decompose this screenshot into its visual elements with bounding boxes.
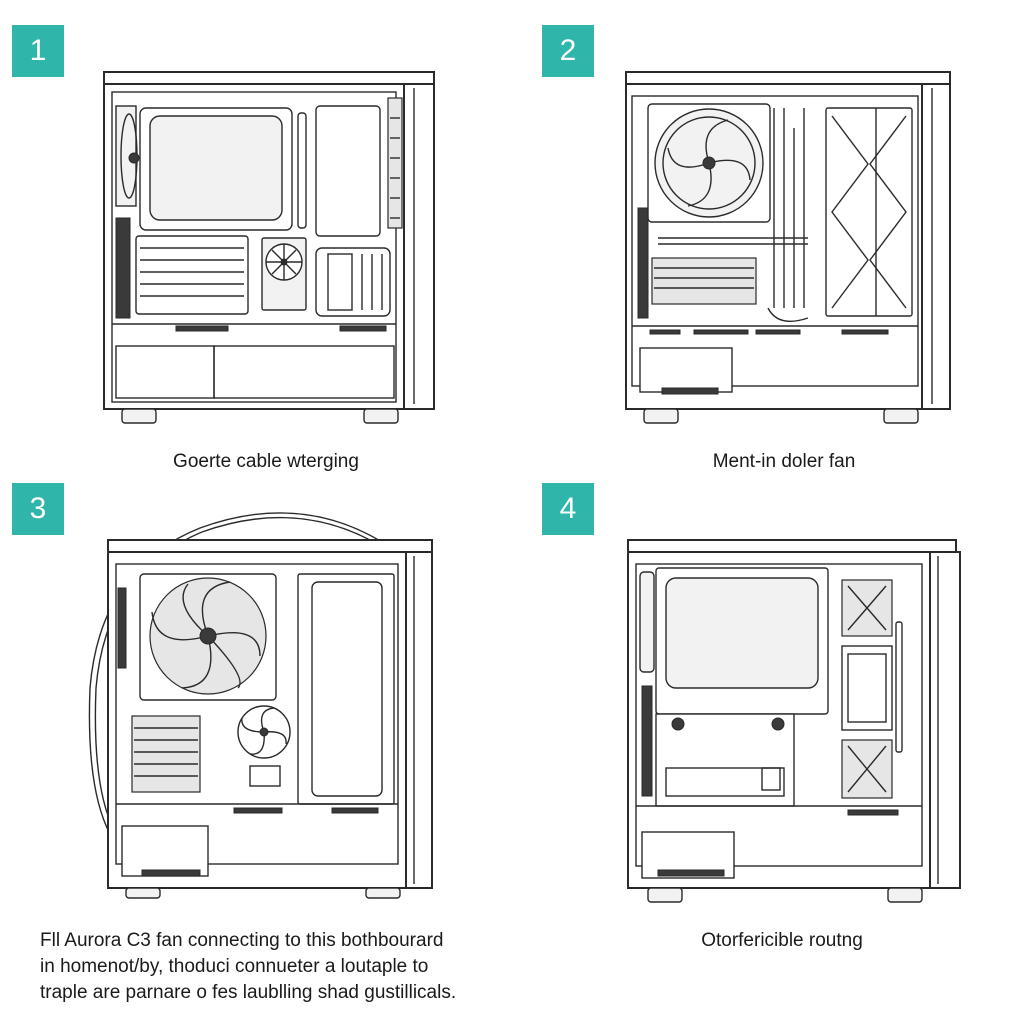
step-badge-2: 2 bbox=[542, 25, 594, 77]
pc-case-routing-icon bbox=[620, 536, 965, 906]
panel-4-caption: Otorfericible routng bbox=[701, 930, 863, 951]
panel-3-caption-line-1: Fll Aurora C3 fan connecting to this bot… bbox=[40, 930, 444, 951]
panel-1-caption: Goerte cable wterging bbox=[173, 451, 359, 472]
panel-3-caption-line-2: in homenot/by, thoduci connueter a louta… bbox=[40, 956, 429, 977]
step-badge-3: 3 bbox=[12, 483, 64, 535]
panel-3-caption: Fll Aurora C3 fan connecting to this bot… bbox=[40, 928, 456, 1006]
pc-case-cooler-fan-icon bbox=[618, 68, 963, 428]
step-badge-1: 1 bbox=[12, 25, 64, 77]
pc-case-cable-routing-icon bbox=[96, 68, 441, 428]
panel-2-caption: Ment-in doler fan bbox=[712, 451, 856, 472]
step-badge-4: 4 bbox=[542, 483, 594, 535]
panel-3-caption-line-3: traple are parnare o fes laublling shad … bbox=[40, 982, 457, 1003]
pc-case-fan-connection-icon bbox=[60, 508, 440, 899]
